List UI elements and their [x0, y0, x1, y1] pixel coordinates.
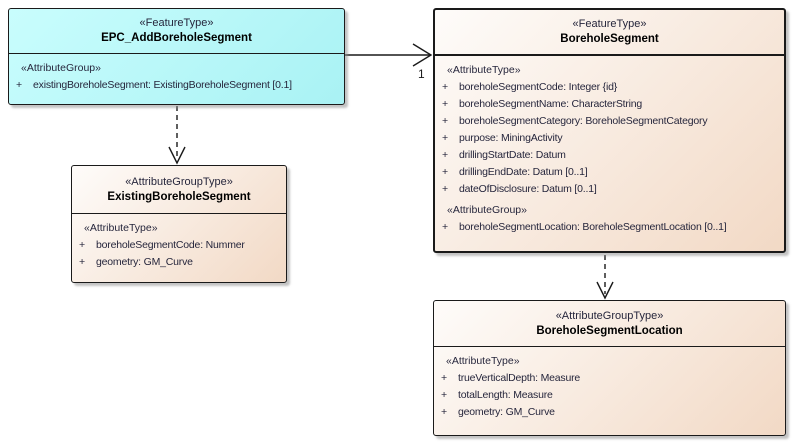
class-name: EPC_AddBoreholeSegment	[101, 32, 252, 44]
class-stereotype: «AttributeGroupType»	[125, 175, 233, 188]
visibility-marker: +	[442, 183, 448, 195]
attribute-text: boreholeSegmentLocation: BoreholeSegment…	[459, 221, 727, 233]
class-stereotype: «FeatureType»	[572, 18, 647, 30]
visibility-marker: +	[16, 79, 22, 91]
dependency-open-arrowhead-right	[596, 281, 614, 300]
visibility-marker: +	[441, 372, 447, 384]
section-stereotype-label: «AttributeType»	[447, 64, 521, 76]
attribute-row: + boreholeSegmentLocation: BoreholeSegmen…	[435, 219, 784, 236]
attribute-row: + dateOfDisclosure: Datum [0..1]	[435, 181, 784, 198]
class-stereotype: «FeatureType»	[139, 17, 214, 29]
class-box-boreholesegmentlocation[interactable]: «AttributeGroupType» BoreholeSegmentLoca…	[433, 300, 786, 436]
attribute-row: + totalLength: Measure	[434, 387, 785, 404]
class-name: ExistingBoreholeSegment	[107, 190, 251, 203]
attribute-text: purpose: MiningActivity	[459, 132, 563, 144]
visibility-marker: +	[442, 221, 448, 233]
attribute-row: + purpose: MiningActivity	[435, 130, 784, 147]
association-multiplicity-label: 1	[418, 67, 425, 81]
attribute-text: trueVerticalDepth: Measure	[458, 372, 581, 384]
class-body: «AttributeType» + boreholeSegmentCode: Num…	[72, 214, 286, 271]
attribute-text: dateOfDisclosure: Datum [0..1]	[459, 183, 597, 195]
attribute-text: boreholeSegmentCode: Integer {id}	[459, 81, 618, 93]
attribute-row: + boreholeSegmentCategory: BoreholeSegmen…	[435, 113, 784, 130]
attribute-row: + drillingStartDate: Datum	[435, 147, 784, 164]
class-name: BoreholeSegment	[560, 33, 659, 45]
section-stereotype-label: «AttributeGroup»	[447, 204, 527, 216]
class-header: «FeatureType» EPC_AddBoreholeSegment	[9, 9, 344, 54]
class-box-epc-addboreholesegment[interactable]: «FeatureType» EPC_AddBoreholeSegment «At…	[8, 8, 345, 105]
class-body: «AttributeType» + boreholeSegmentCode: Int…	[435, 56, 784, 236]
visibility-marker: +	[442, 166, 448, 178]
class-body: «AttributeGroup» + existingBoreholeSegment…	[9, 54, 344, 94]
attribute-text: existingBoreholeSegment: ExistingBorehol…	[33, 79, 292, 91]
attribute-row: + existingBoreholeSegment: ExistingBoreho…	[9, 77, 344, 94]
attribute-row: + boreholeSegmentCode: Integer {id}	[435, 79, 784, 96]
association-open-arrowhead	[412, 43, 433, 67]
class-name: BoreholeSegmentLocation	[536, 324, 683, 337]
attribute-text: boreholeSegmentName: CharacterString	[459, 98, 643, 110]
visibility-marker: +	[442, 115, 448, 127]
class-body: «AttributeType» + trueVerticalDepth: Measu…	[434, 347, 785, 421]
visibility-marker: +	[79, 256, 85, 268]
class-box-existingboreholesegment[interactable]: «AttributeGroupType» ExistingBoreholeSeg…	[71, 165, 287, 283]
class-box-boreholesegment[interactable]: «FeatureType» BoreholeSegment «Attribute…	[433, 8, 786, 253]
attribute-text: drillingEndDate: Datum [0..1]	[459, 166, 588, 178]
class-header: «FeatureType» BoreholeSegment	[435, 10, 784, 56]
attribute-text: geometry: GM_Curve	[96, 256, 193, 268]
visibility-marker: +	[441, 406, 447, 418]
visibility-marker: +	[442, 81, 448, 93]
attribute-row: + boreholeSegmentName: CharacterString	[435, 96, 784, 113]
visibility-marker: +	[442, 98, 448, 110]
attribute-row: + drillingEndDate: Datum [0..1]	[435, 164, 784, 181]
attribute-row: + trueVerticalDepth: Measure	[434, 370, 785, 387]
attribute-text: totalLength: Measure	[458, 389, 553, 401]
class-stereotype: «AttributeGroupType»	[555, 309, 664, 322]
attribute-text: boreholeSegmentCode: Nummer	[96, 239, 245, 251]
visibility-marker: +	[442, 132, 448, 144]
visibility-marker: +	[442, 149, 448, 161]
visibility-marker: +	[441, 389, 447, 401]
visibility-marker: +	[79, 239, 85, 251]
section-stereotype-label: «AttributeGroup»	[21, 62, 101, 74]
attribute-row: + geometry: GM_Curve	[434, 404, 785, 421]
attribute-text: drillingStartDate: Datum	[459, 149, 566, 161]
section-stereotype-label: «AttributeType»	[84, 222, 158, 234]
attribute-row: + geometry: GM_Curve	[72, 254, 286, 271]
class-header: «AttributeGroupType» BoreholeSegmentLoca…	[434, 301, 785, 347]
attribute-row: + boreholeSegmentCode: Nummer	[72, 237, 286, 254]
class-header: «AttributeGroupType» ExistingBoreholeSeg…	[72, 166, 286, 214]
attribute-text: geometry: GM_Curve	[458, 406, 555, 418]
attribute-text: boreholeSegmentCategory: BoreholeSegment…	[459, 115, 708, 127]
section-stereotype-label: «AttributeType»	[446, 355, 520, 367]
dependency-open-arrowhead-left	[168, 146, 186, 165]
